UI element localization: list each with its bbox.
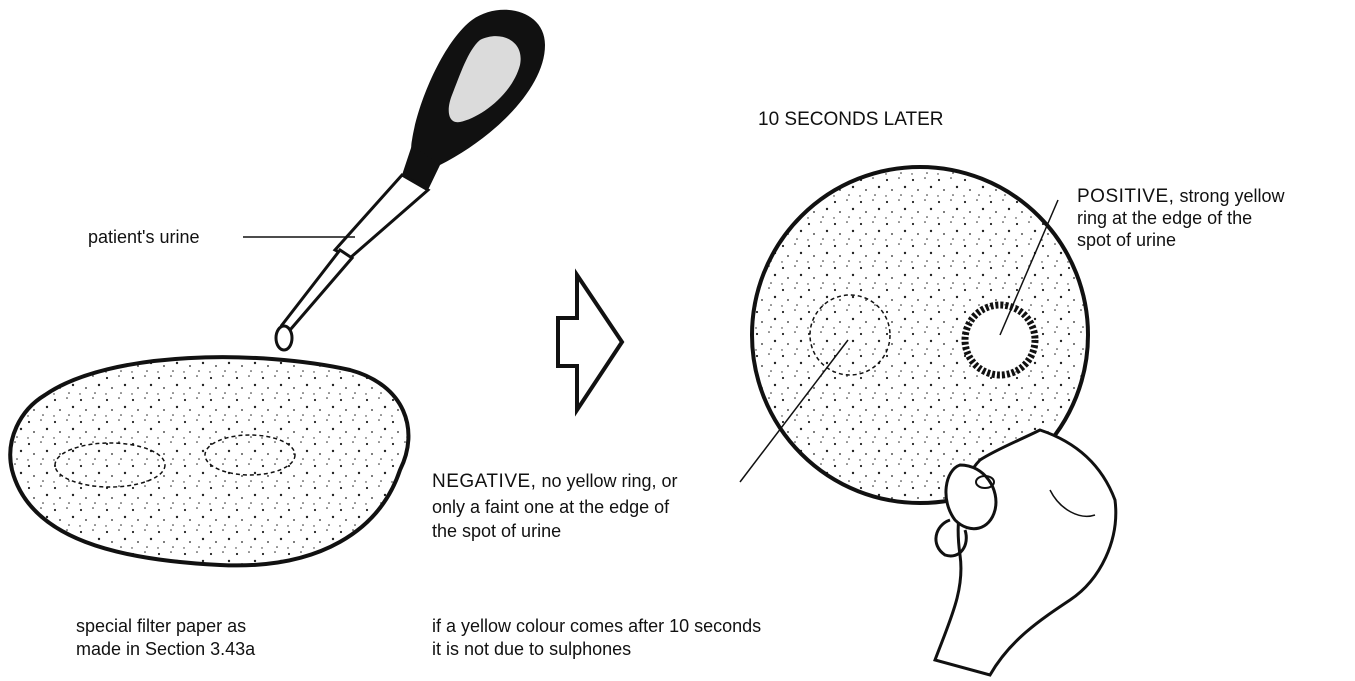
later-heading: 10 SECONDS LATER: [758, 109, 943, 131]
negative-key: NEGATIVE,: [432, 471, 536, 492]
filter-label-line2: made in Section 3.43a: [76, 638, 255, 660]
negative-label-line3: the spot of urine: [432, 520, 561, 542]
note-line2: it is not due to sulphones: [432, 638, 631, 660]
positive-text: strong yellow: [1179, 186, 1284, 206]
positive-label-line2: ring at the edge of the: [1077, 207, 1252, 229]
filter-paper-flat: [10, 357, 408, 565]
positive-label-line1: POSITIVE, strong yellow: [1077, 185, 1284, 208]
negative-label-line2: only a faint one at the edge of: [432, 496, 669, 518]
positive-key: POSITIVE,: [1077, 186, 1174, 207]
positive-spot: [965, 305, 1035, 375]
hand-icon: [935, 430, 1116, 675]
arrow-right-icon: [558, 275, 622, 410]
filter-label-line1: special filter paper as: [76, 615, 246, 637]
negative-label-line1: NEGATIVE, no yellow ring, or: [432, 470, 678, 493]
positive-label-line3: spot of urine: [1077, 229, 1176, 251]
negative-text: no yellow ring, or: [541, 471, 677, 491]
urine-label: patient's urine: [88, 226, 200, 248]
note-line1: if a yellow colour comes after 10 second…: [432, 615, 761, 637]
dropper-icon: [276, 10, 545, 350]
